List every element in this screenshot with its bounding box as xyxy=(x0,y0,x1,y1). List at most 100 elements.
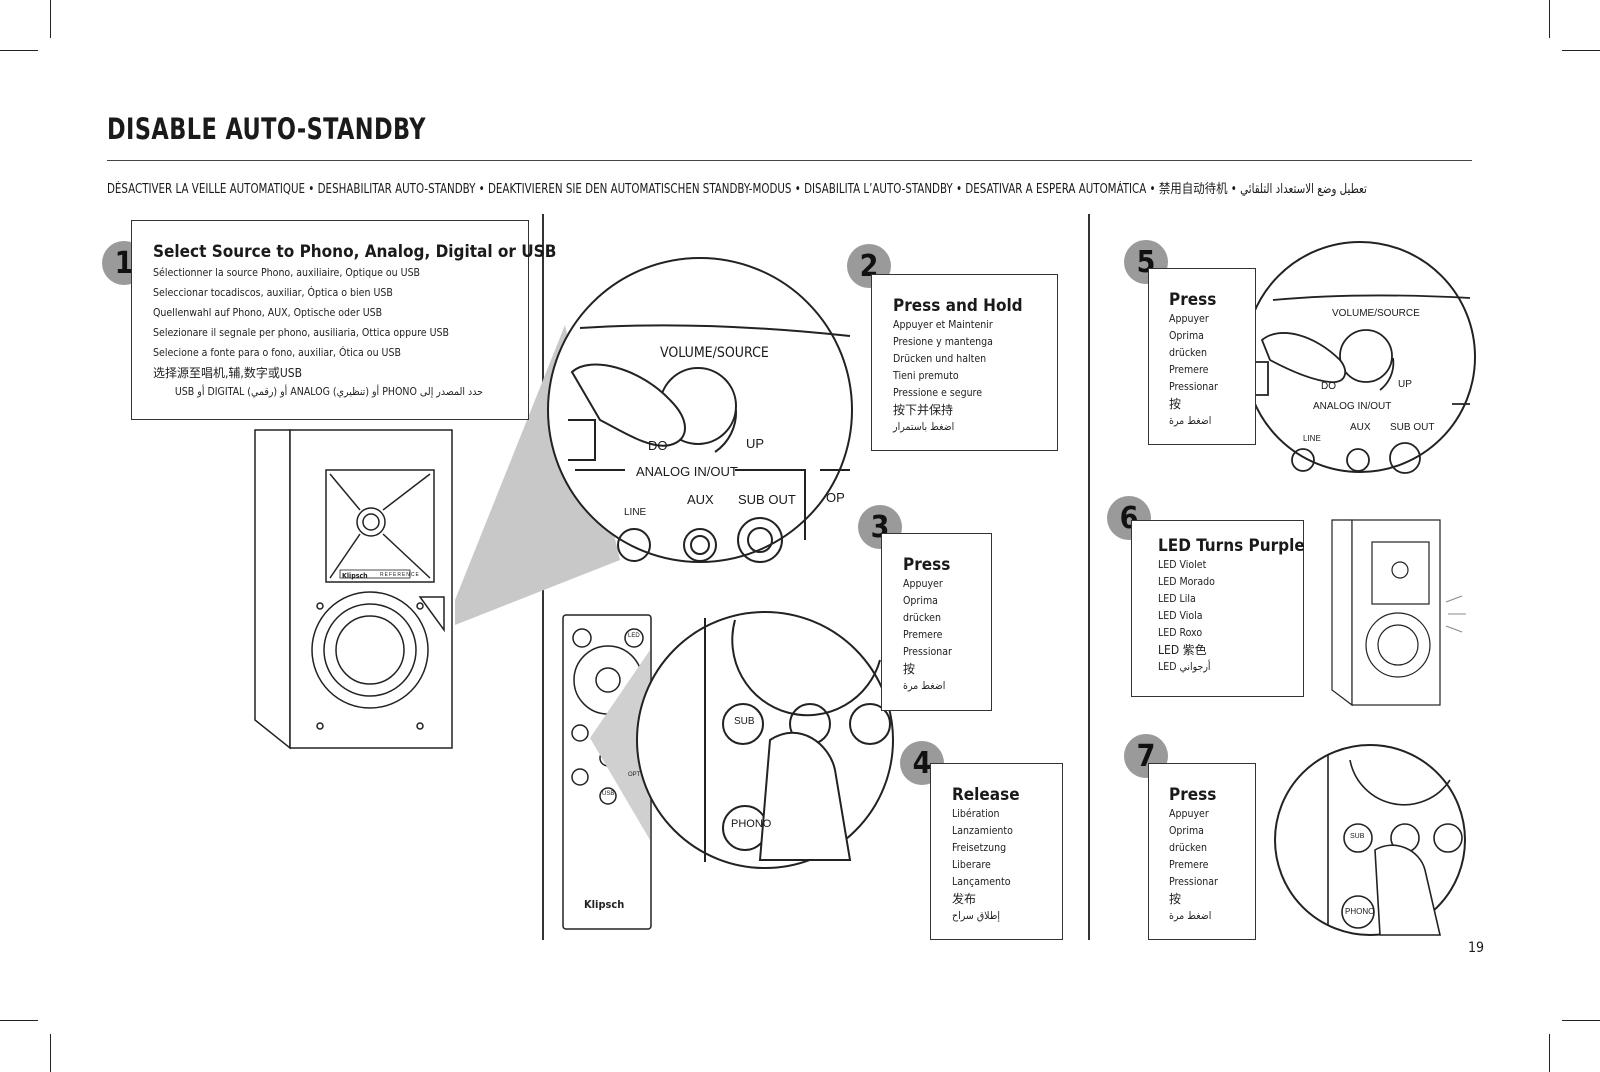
label-down: DO xyxy=(648,438,668,453)
column-divider xyxy=(1088,214,1090,940)
step-4-line: Lanzamiento xyxy=(952,825,1013,837)
label-down-small: DO xyxy=(1321,381,1336,392)
step-6-line: LED 紫色 xyxy=(1158,643,1207,657)
step-2-title: Press and Hold xyxy=(893,296,1023,316)
step-7-title: Press xyxy=(1169,785,1217,805)
crop-mark xyxy=(50,0,51,38)
step-2-line: 按下并保持 xyxy=(893,403,954,417)
step-1-line: Quellenwahl auf Phono, AUX, Optische ode… xyxy=(153,307,383,319)
step-3-line: اضغط مرة xyxy=(903,680,946,692)
crop-mark xyxy=(1549,1034,1550,1072)
crop-mark xyxy=(0,50,38,51)
label-sub-out: SUB OUT xyxy=(738,492,796,507)
step-2-line: Pressione e segure xyxy=(893,387,983,399)
label-up-small: UP xyxy=(1398,379,1412,390)
label-volume-source: VOLUME/SOURCE xyxy=(660,345,769,361)
step-6-box: LED Turns Purple LED Violet LED Morado L… xyxy=(1131,520,1305,697)
zoom-remote-small-detail xyxy=(1327,755,1463,936)
zoom-volume-detail xyxy=(568,324,851,563)
title-rule xyxy=(107,160,1472,161)
step-5-title: Press xyxy=(1169,290,1217,310)
step-5-line: اضغط مرة xyxy=(1169,415,1212,427)
label-volume-source-small: VOLUME/SOURCE xyxy=(1332,308,1420,319)
step-1-box: Select Source to Phono, Analog, Digital … xyxy=(131,220,557,420)
speaker-small-illustration xyxy=(1331,519,1441,707)
step-5-line: Premere xyxy=(1169,364,1209,376)
step-5-line: Appuyer xyxy=(1169,313,1209,325)
label-line-small: LINE xyxy=(1303,434,1321,443)
step-6-line: LED Viola xyxy=(1158,610,1203,622)
step-3-line: drücken xyxy=(903,612,941,624)
step-7-line: Appuyer xyxy=(1169,808,1209,820)
step-7-line: Oprima xyxy=(1169,825,1204,837)
label-phono-button-small: PHONO xyxy=(1345,907,1375,916)
step-2-badge: 2 xyxy=(847,244,891,288)
step-5-box: Press Appuyer Oprima drücken Premere Pre… xyxy=(1148,268,1256,445)
step-3-title: Press xyxy=(903,555,951,575)
step-4-line: Freisetzung xyxy=(952,842,1007,854)
label-reference: REFERENCE xyxy=(380,572,420,578)
step-3-line: Appuyer xyxy=(903,578,943,590)
step-6-line: LED Violet xyxy=(1158,559,1207,571)
step-2-line: Drücken und halten xyxy=(893,353,987,365)
label-led: LED xyxy=(628,633,640,639)
step-4-line: Lançamento xyxy=(952,876,1011,888)
step-7-box: Press Appuyer Oprima drücken Premere Pre… xyxy=(1148,763,1256,940)
step-2-line: اضغط باستمرار xyxy=(893,421,955,433)
step-5-line: 按 xyxy=(1169,397,1182,411)
crop-mark xyxy=(1562,1020,1600,1021)
step-4-line: Libération xyxy=(952,808,1000,820)
step-4-box: Release Libération Lanzamiento Freisetzu… xyxy=(930,763,1063,940)
step-1-title: Select Source to Phono, Analog, Digital … xyxy=(153,242,557,262)
step-1-line: Selezionare il segnale per phono, ausili… xyxy=(153,327,449,339)
label-aux: AUX xyxy=(687,492,714,507)
step-3-line: Oprima xyxy=(903,595,938,607)
step-5-line: drücken xyxy=(1169,347,1207,359)
label-analog-in-out-small: ANALOG IN/OUT xyxy=(1313,401,1392,412)
speaker-brand-text: Klipsch xyxy=(342,572,368,580)
step-3-box: Press Appuyer Oprima drücken Premere Pre… xyxy=(881,533,992,711)
step-7-line: drücken xyxy=(1169,842,1207,854)
step-3-line: 按 xyxy=(903,662,916,676)
crop-mark xyxy=(1562,50,1600,51)
label-phono-button: PHONO xyxy=(731,818,772,830)
label-usb: USB xyxy=(602,791,615,797)
step-4-title: Release xyxy=(952,785,1020,805)
page-number: 19 xyxy=(1468,940,1485,956)
speaker-illustration xyxy=(254,429,453,750)
label-sub-out-small: SUB OUT xyxy=(1390,422,1435,433)
led-glow-lines xyxy=(1445,595,1466,633)
step-1-line: حدد المصدر إلى PHONO أو (تنظيري) ANALOG … xyxy=(174,386,483,398)
remote-brand-text: Klipsch xyxy=(584,898,624,911)
label-sub-button-small: SUB xyxy=(1350,833,1365,840)
step-2-line: Presione y mantenga xyxy=(893,336,993,348)
step-1-line: Seleccionar tocadiscos, auxiliar, Óptica… xyxy=(153,287,393,299)
step-2-box: Press and Hold Appuyer et Maintenir Pres… xyxy=(871,274,1058,451)
step-6-line: LED Lila xyxy=(1158,593,1196,605)
step-1-line: 选择源至唱机,辅,数字或USB xyxy=(153,366,303,380)
step-7-line: اضغط مرة xyxy=(1169,910,1212,922)
label-line: LINE xyxy=(624,507,647,518)
step-7-line: 按 xyxy=(1169,892,1182,906)
page-title: DISABLE AUTO-STANDBY xyxy=(107,112,426,146)
step-3-line: Premere xyxy=(903,629,943,641)
step-6-line: LED Roxo xyxy=(1158,627,1203,639)
step-4-line: Liberare xyxy=(952,859,991,871)
label-op: OP xyxy=(826,490,845,505)
step-3-line: Pressionar xyxy=(903,646,952,658)
step-4-line: 发布 xyxy=(952,892,977,906)
step-6-line: LED أرجواني xyxy=(1158,661,1211,673)
step-4-line: إطلاق سراح xyxy=(952,910,1000,922)
step-7-line: Pressionar xyxy=(1169,876,1218,888)
crop-mark xyxy=(1549,0,1550,38)
label-up: UP xyxy=(746,436,765,451)
step-1-line: Selecione a fonte para o fono, auxiliar,… xyxy=(153,347,401,359)
zoom-remote-detail xyxy=(704,618,891,862)
page-subtitle: DÉSACTIVER LA VEILLE AUTOMATIQUE • DESHA… xyxy=(107,182,1367,197)
label-aux-small: AUX xyxy=(1350,422,1371,433)
step-7-line: Premere xyxy=(1169,859,1209,871)
step-6-title: LED Turns Purple xyxy=(1158,536,1305,556)
zoom-volume-small-detail xyxy=(1250,294,1471,474)
step-1-line: Sélectionner la source Phono, auxiliaire… xyxy=(153,267,421,279)
